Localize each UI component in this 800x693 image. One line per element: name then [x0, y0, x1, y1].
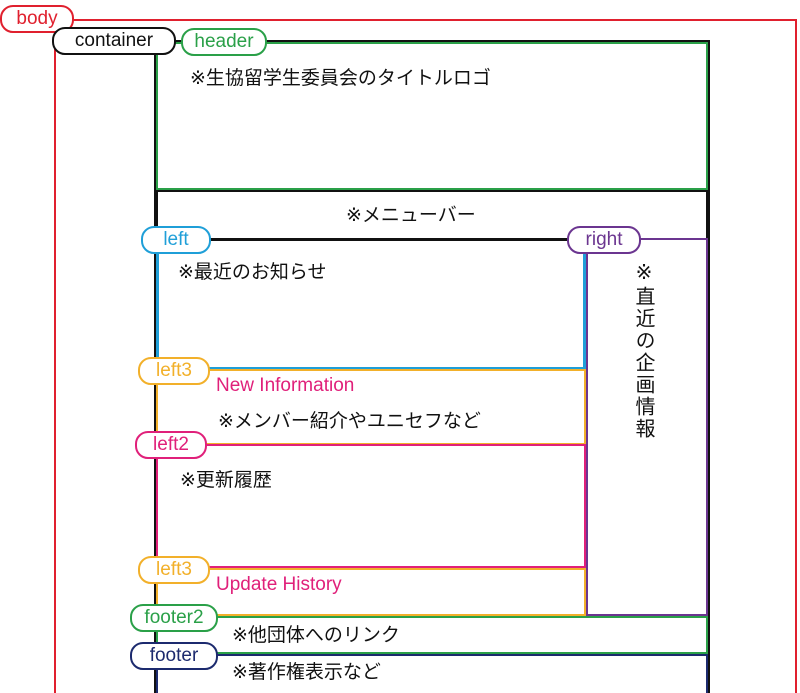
footer2-box [156, 616, 708, 654]
right-box [586, 238, 708, 616]
right-tag: right [567, 226, 641, 254]
footer-box [156, 654, 708, 693]
menu-bar-box [156, 190, 708, 240]
footer-tag: footer [130, 642, 218, 670]
container-tag: container [52, 27, 176, 55]
new-information-title: New Information [216, 375, 355, 396]
menu-note: ※メニューバー [346, 204, 476, 226]
left3-tag-a: left3 [138, 357, 210, 385]
left3-tag-b: left3 [138, 556, 210, 584]
body-box [54, 19, 797, 693]
right-note: ※直近の企画情報 [632, 260, 656, 440]
left3-box-b [156, 568, 586, 616]
footer2-tag: footer2 [130, 604, 218, 632]
header-note: ※生協留学生委員会のタイトルロゴ [190, 67, 491, 89]
left-box [156, 238, 586, 370]
footer-note: ※著作権表示など [232, 661, 381, 683]
header-box [156, 42, 708, 190]
left2-tag: left2 [135, 431, 207, 459]
update-history-title: Update History [216, 574, 342, 595]
left2-note: ※更新履歴 [180, 469, 272, 491]
left3-a-note: ※メンバー紹介やユニセフなど [218, 410, 481, 432]
left2-box [156, 444, 586, 568]
left-note: ※最近のお知らせ [178, 261, 327, 283]
footer2-note: ※他団体へのリンク [232, 624, 400, 646]
left-tag: left [141, 226, 211, 254]
header-tag: header [181, 28, 267, 56]
body-tag: body [0, 5, 74, 33]
